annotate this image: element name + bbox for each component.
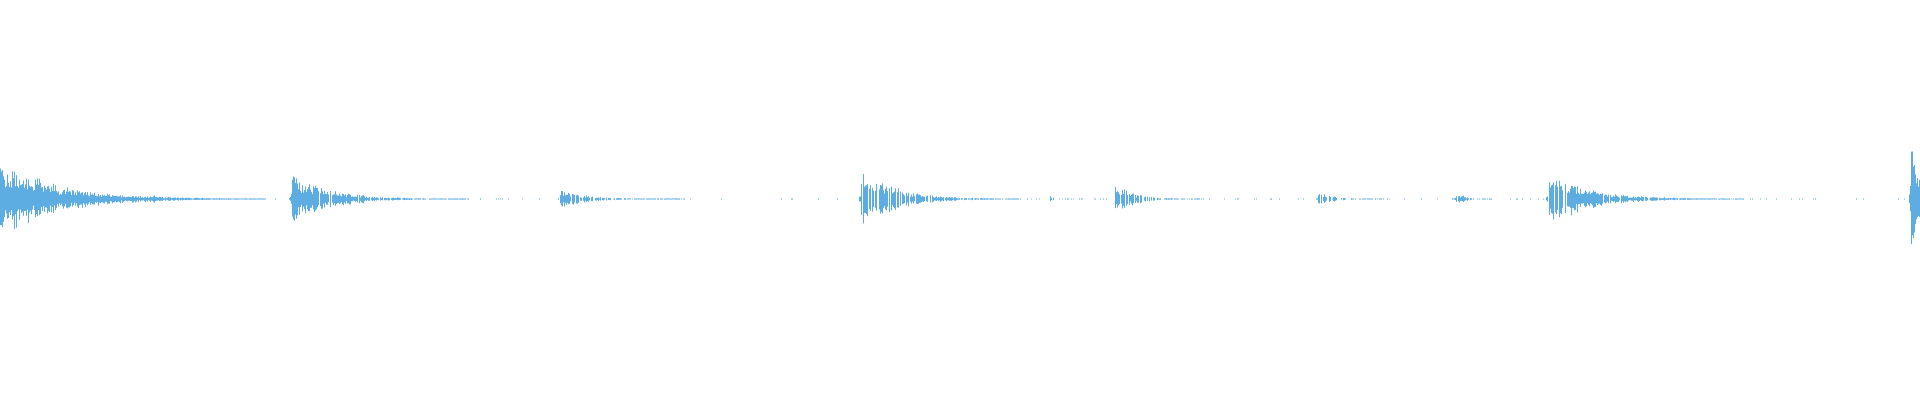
waveform-path <box>0 151 1920 244</box>
waveform-samples <box>0 151 1920 244</box>
